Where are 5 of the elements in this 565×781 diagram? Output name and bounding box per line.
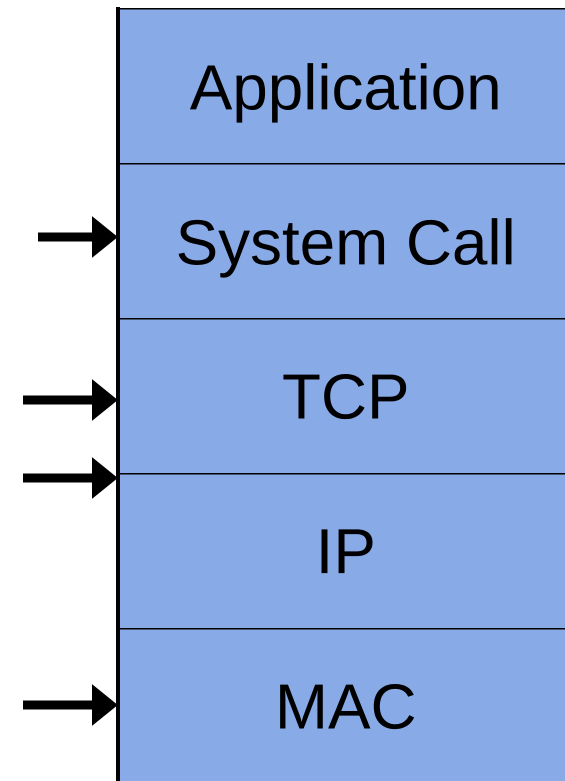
layer-box: TCP	[118, 318, 565, 474]
layer-box: IP	[118, 473, 565, 630]
layer-box: Application	[118, 8, 565, 164]
layer-box: System Call	[118, 163, 565, 320]
layer-box: MAC	[118, 628, 565, 781]
